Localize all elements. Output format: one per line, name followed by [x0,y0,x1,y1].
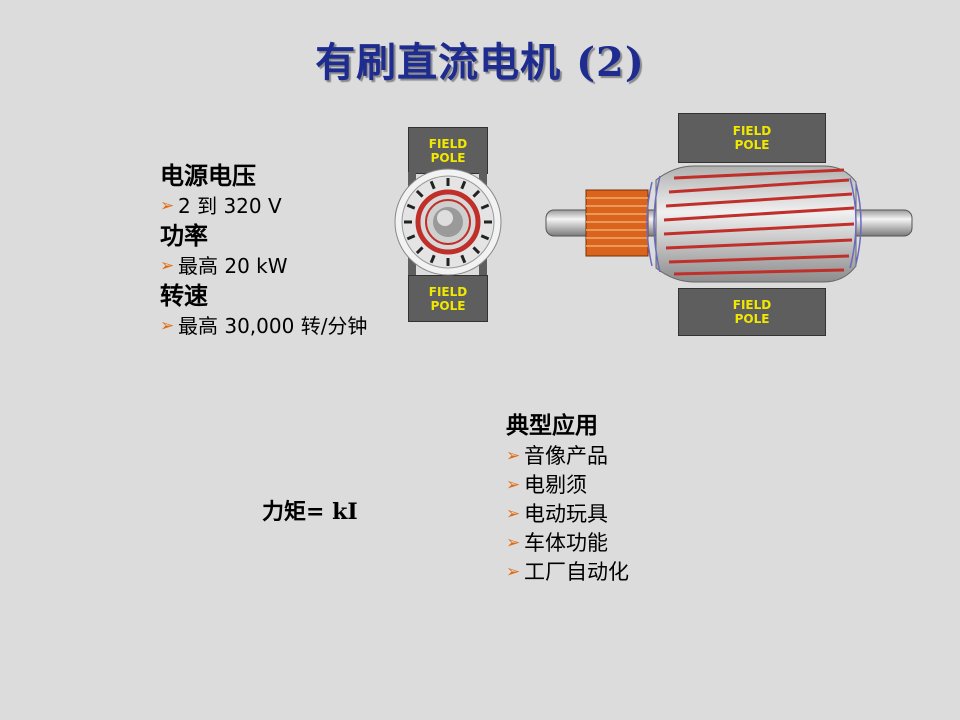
bullet-arrow-icon: ➢ [160,256,175,276]
spec-value-voltage: 2 到 320 V [178,194,282,218]
armature-side-view [545,165,913,283]
torque-formula: 力矩= kI [262,499,358,525]
slide-title: 有刷直流电机 (2) [315,39,645,86]
spec-item-speed: ➢ 最高 30,000 转/分钟 [160,312,400,340]
spec-value-power: 最高 20 kW [178,254,288,278]
spec-heading-power: 功率 [160,221,208,250]
application-item: ➢ 音像产品 [506,442,766,471]
armature-cross-section [394,168,502,276]
spec-item-power: ➢ 最高 20 kW [160,252,400,280]
bullet-arrow-icon: ➢ [506,562,521,582]
spec-heading-voltage: 电源电压 [160,161,256,190]
bullet-arrow-icon: ➢ [506,504,521,524]
spec-item-voltage: ➢ 2 到 320 V [160,192,400,220]
application-item: ➢ 电剔须 [506,471,766,500]
spec-heading-speed: 转速 [160,281,208,310]
application-item: ➢ 工厂自动化 [506,558,766,587]
bullet-arrow-icon: ➢ [160,316,175,336]
bullet-arrow-icon: ➢ [506,533,521,553]
application-item: ➢ 电动玩具 [506,500,766,529]
bullet-arrow-icon: ➢ [506,446,521,466]
spec-value-speed: 最高 30,000 转/分钟 [178,314,368,338]
spec-list: 电源电压 ➢ 2 到 320 V 功率 ➢ 最高 20 kW 转速 ➢ 最高 3… [160,160,400,340]
applications-list: 典型应用 ➢ 音像产品 ➢ 电剔须 ➢ 电动玩具 ➢ 车体功能 ➢ 工厂自动化 [506,410,766,587]
bullet-arrow-icon: ➢ [160,196,175,216]
applications-heading: 典型应用 [506,412,598,439]
bullet-arrow-icon: ➢ [506,475,521,495]
application-item: ➢ 车体功能 [506,529,766,558]
